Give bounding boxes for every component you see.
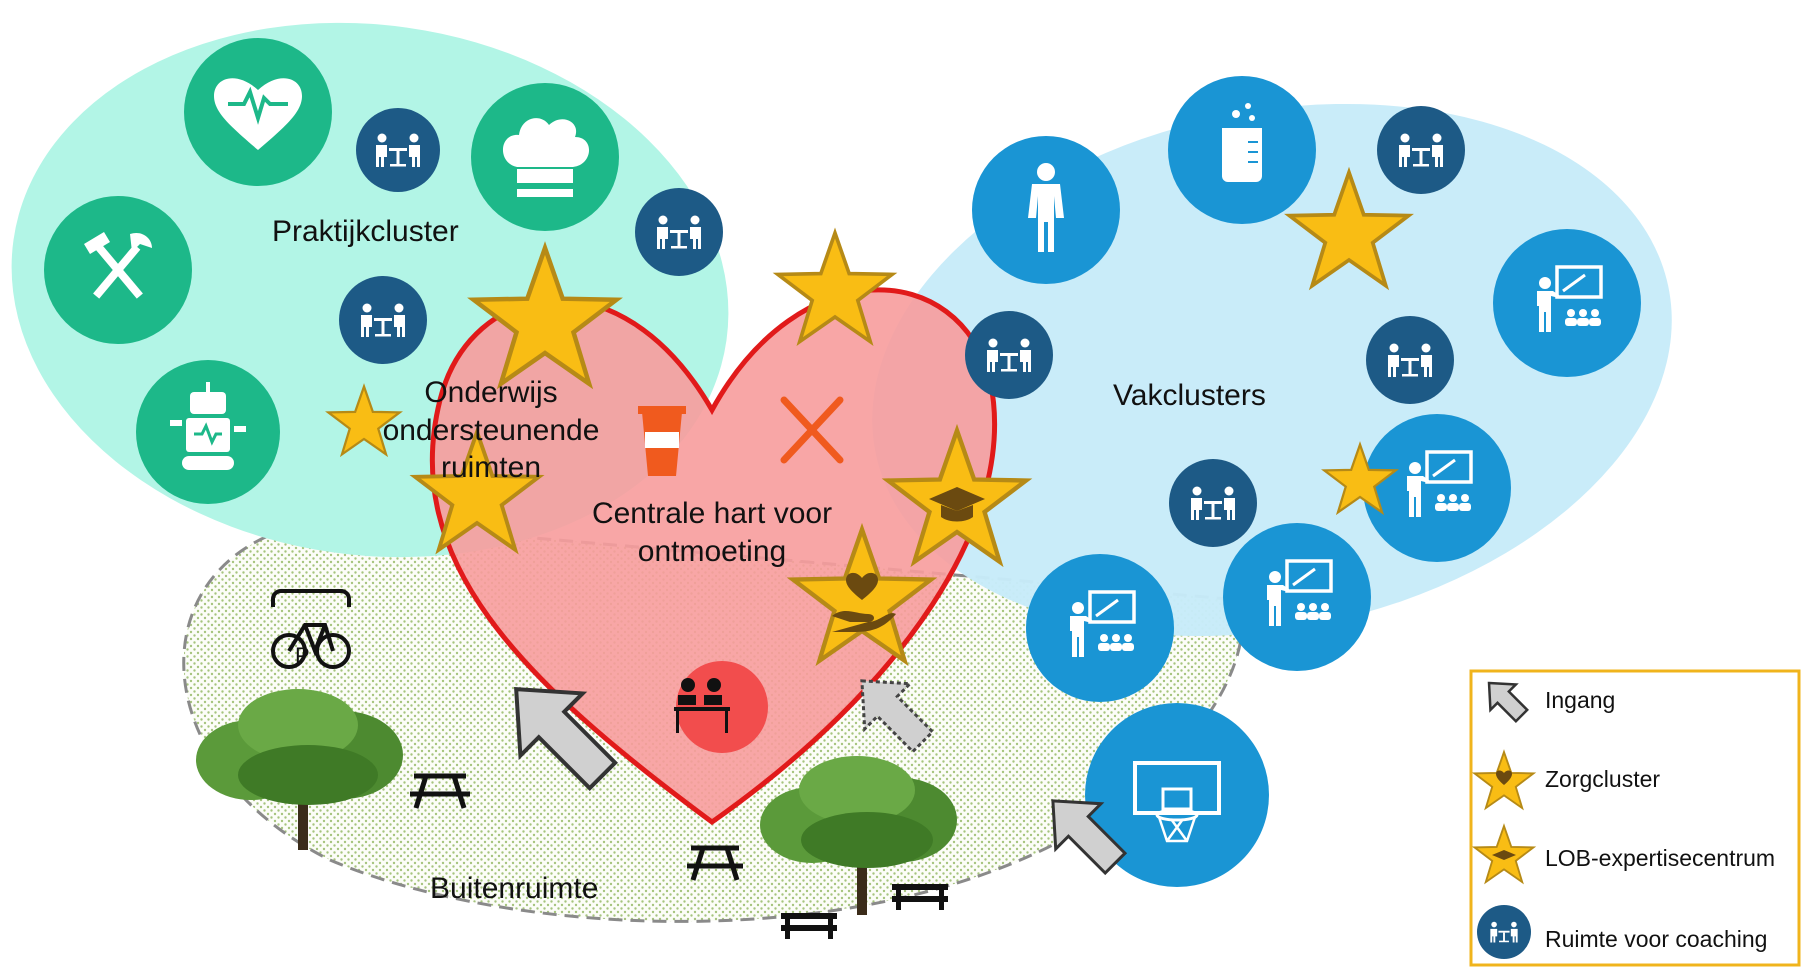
hart-label-line1: Centrale hart voor [592,497,832,530]
buitenruimte-label: Buitenruimte [430,872,598,905]
legend-zorg-icon [1473,751,1535,810]
legend: Ingang Zorgcluster LOB-expertisecentrum … [1469,669,1801,967]
onderwijs-label-line3: ruimten [441,451,541,484]
entrance-arrow [1051,799,1128,876]
coaching-room-icon [356,108,440,192]
coaching-room-icon [635,188,723,276]
bench-icon [892,884,948,910]
coaching-room-icon [1169,459,1257,547]
vakclusters-label: Vakclusters [1113,379,1266,412]
legend-coaching-icon [1477,905,1531,959]
entrance-arrow [514,687,618,791]
chef-hat-icon [471,83,619,231]
hammer-pick-icon [44,196,192,344]
coaching-room-icon [1377,106,1465,194]
legend-ingang-icon [1487,681,1529,723]
central-heart [429,287,997,826]
legend-ingang-label: Ingang [1545,687,1615,713]
coaching-room-icon [339,276,427,364]
fork-knife-icon [780,396,844,464]
tree-icon [760,756,957,915]
bench-icon [781,913,837,939]
teacher-board-icon [1363,414,1511,562]
legend-lob-icon [1473,825,1535,884]
entrance-arrow [860,679,935,754]
zorg-star [793,530,931,661]
teacher-board-icon [1493,229,1641,377]
meeting-icon [674,661,768,753]
beaker-icon [1168,76,1316,224]
picnic-table-icon [687,845,743,881]
teacher-board-icon [1026,554,1174,702]
picnic-table-icon [410,773,470,809]
teacher-board-icon [1223,523,1371,671]
lob-star [888,431,1026,562]
mannequin-icon [972,136,1120,284]
hart-label-line2: ontmoeting [638,535,786,568]
legend-zorg-label: Zorgcluster [1545,766,1660,792]
bicycle-parking-icon: P [271,589,351,669]
coffee-cup-icon [638,406,686,476]
onderwijs-label-line1: Onderwijs [424,376,557,409]
basketball-hoop-icon [1085,703,1269,887]
legend-lob-label: LOB-expertisecentrum [1545,845,1775,871]
tree-icon [196,689,403,850]
coaching-room-icon [1366,316,1454,404]
svg-text:P: P [295,643,310,668]
heart-pulse-icon [184,38,332,186]
legend-coaching-label: Ruimte voor coaching [1545,926,1767,952]
coaching-room-icon [965,311,1053,399]
praktijkcluster-label: Praktijkcluster [272,215,459,248]
robot-icon [136,360,280,504]
onderwijs-label-line2: ondersteunende [383,414,600,447]
